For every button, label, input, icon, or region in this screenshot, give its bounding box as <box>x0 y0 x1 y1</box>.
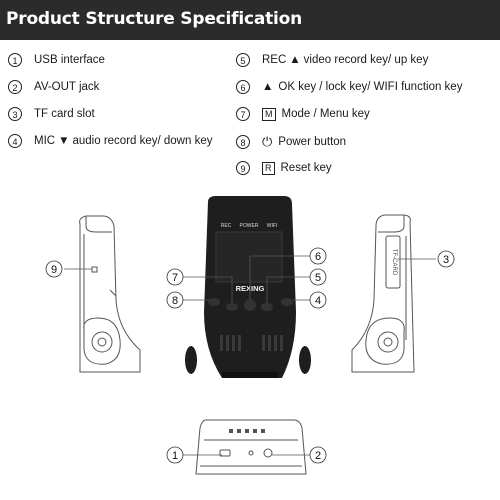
spec-text: OK key / lock key/ WIFI function key <box>278 81 463 93</box>
spec-item-mode: 7 M Mode / Menu key <box>236 107 370 121</box>
vent-slots <box>220 335 283 351</box>
spec-text: AV-OUT jack <box>34 81 100 93</box>
left-body-seam <box>109 289 117 297</box>
spec-item-av-out: 2 AV-OUT jack <box>8 80 99 94</box>
spec-item-usb: 1 USB interface <box>8 53 105 67</box>
ok-triangle-icon: ▲ <box>262 81 274 93</box>
right-mount-ring <box>365 317 405 365</box>
spec-text: video record key/ up key <box>303 54 429 66</box>
spec-prefix: REC <box>262 54 287 66</box>
spec-text: audio record key/ down key <box>72 135 213 147</box>
spec-number: 9 <box>236 161 250 175</box>
spec-text: USB interface <box>34 54 105 66</box>
bottom-view <box>195 419 307 475</box>
spec-item-rec: 5 REC ▲ video record key/ up key <box>236 53 428 67</box>
bottom-hole <box>248 450 254 456</box>
up-triangle-icon: ▲ <box>289 54 301 66</box>
spec-item-power: 8 ⏻ Power button <box>236 134 346 150</box>
left-side-view <box>79 215 141 373</box>
power-key-shape <box>208 298 220 306</box>
spec-text: TF card slot <box>34 108 95 120</box>
power-icon: ⏻ <box>262 134 273 149</box>
reset-key-shape <box>91 266 98 273</box>
spec-item-reset: 9 R Reset key <box>236 161 332 175</box>
left-body-outline <box>79 215 141 373</box>
left-mount-ring <box>83 317 121 365</box>
callout-9: 9 <box>51 264 57 276</box>
callout-8: 8 <box>172 295 178 307</box>
av-out-jack-shape <box>263 448 273 458</box>
callout-4: 4 <box>315 295 321 307</box>
rec-label: REC <box>221 223 232 229</box>
spec-number: 6 <box>236 80 250 94</box>
rec-key-shape <box>261 303 273 311</box>
callouts <box>45 247 455 464</box>
spec-item-ok: 6 ▲ OK key / lock key/ WIFI function key <box>236 80 462 94</box>
device-bottom-shadow <box>222 372 278 378</box>
spec-text: Mode / Menu key <box>281 108 370 120</box>
right-top-rim <box>378 215 405 233</box>
spec-number: 4 <box>8 134 22 148</box>
left-mount-hub <box>91 331 113 353</box>
mic-key-shape <box>281 298 293 306</box>
leader-lines <box>64 255 436 456</box>
spec-text: Power button <box>278 136 347 148</box>
device-screen <box>215 231 283 283</box>
right-mount-center <box>383 337 393 347</box>
right-body-outline <box>351 214 415 373</box>
right-mount-hub <box>377 331 399 353</box>
tf-card-slot-shape <box>385 235 401 289</box>
callout-7: 7 <box>172 272 178 284</box>
spec-number: 2 <box>8 80 22 94</box>
callout-numbers: 9 3 7 8 6 5 4 1 2 <box>51 251 449 462</box>
mode-key-shape <box>226 303 238 311</box>
suction-mount-left <box>185 346 197 374</box>
down-triangle-icon: ▼ <box>58 135 70 147</box>
bottom-body-outline <box>195 419 307 475</box>
bottom-vent-dots <box>229 429 265 433</box>
usb-port-shape <box>219 449 231 457</box>
ok-key-shape <box>244 299 256 311</box>
callout-5: 5 <box>315 272 321 284</box>
power-label: POWER <box>240 223 259 229</box>
callout-1: 1 <box>172 450 178 462</box>
spec-number: 3 <box>8 107 22 121</box>
right-side-view <box>351 214 415 373</box>
callout-6: 6 <box>315 251 321 263</box>
left-top-rim <box>85 216 112 233</box>
suction-mount-right <box>299 346 311 374</box>
page-title: Product Structure Specification <box>6 9 303 29</box>
spec-prefix: MIC <box>34 135 56 147</box>
spec-number: 7 <box>236 107 250 121</box>
m-key-icon: M <box>262 107 276 121</box>
tf-card-label: TF-CARD <box>391 249 397 276</box>
spec-number: 5 <box>236 53 250 67</box>
spec-number: 1 <box>8 53 22 67</box>
callout-2: 2 <box>315 450 321 462</box>
wifi-label: WIFI <box>267 223 278 229</box>
spec-item-mic: 4 MIC ▼ audio record key/ down key <box>8 134 212 148</box>
spec-item-tf-card: 3 TF card slot <box>8 107 95 121</box>
spec-number: 8 <box>236 135 250 149</box>
left-mount-center <box>97 337 107 347</box>
spec-text: Reset key <box>280 162 332 174</box>
callout-3: 3 <box>443 254 449 266</box>
r-key-icon: R <box>262 161 275 175</box>
header-bar <box>0 0 500 40</box>
